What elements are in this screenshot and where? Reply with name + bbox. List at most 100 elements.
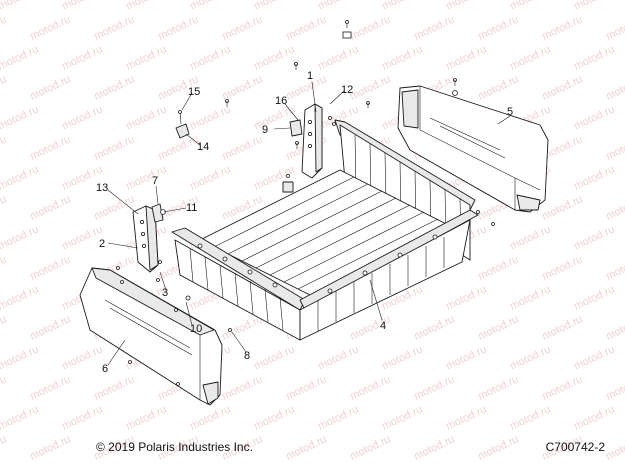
watermark-text: motod.ru — [508, 223, 552, 252]
watermark-text: motod.ru — [412, 13, 456, 42]
watermark-text: motod.ru — [348, 373, 392, 402]
watermark-text: motod.ru — [188, 163, 232, 192]
watermark-text: motod.ru — [60, 0, 104, 13]
watermark-text: motod.ru — [444, 403, 488, 432]
callout-3: 3 — [162, 287, 168, 299]
watermark-text: motod.ru — [444, 0, 488, 13]
watermark-text: motod.ru — [508, 0, 552, 13]
watermark-text: motod.ru — [604, 253, 625, 282]
watermark-text: motod.ru — [476, 13, 520, 42]
callout-10: 10 — [190, 323, 202, 335]
watermark-text: motod.ru — [0, 403, 41, 432]
watermark-text: motod.ru — [220, 133, 264, 162]
watermark-text: motod.ru — [604, 373, 625, 402]
watermark-text: motod.ru — [28, 433, 72, 462]
callout-7: 7 — [152, 175, 158, 187]
watermark-text: motod.ru — [0, 0, 41, 13]
watermark-text: motod.ru — [188, 103, 232, 132]
watermark-text: motod.ru — [540, 253, 584, 282]
watermark-text: motod.ru — [380, 343, 424, 372]
watermark-text: motod.ru — [60, 103, 104, 132]
part-5-right-panel — [397, 85, 549, 213]
watermark-text: motod.ru — [572, 0, 616, 13]
watermark-text: motod.ru — [284, 373, 328, 402]
watermark-text: motod.ru — [380, 0, 424, 13]
callout-16: 16 — [275, 95, 287, 107]
watermark-text: motod.ru — [540, 373, 584, 402]
watermark-text: motod.ru — [0, 193, 9, 222]
hardware-items — [116, 20, 495, 386]
callout-labels: 1 2 3 4 5 6 7 8 9 10 11 12 13 14 15 16 — [96, 70, 513, 375]
watermark-text: motod.ru — [0, 283, 41, 312]
watermark-text: motod.ru — [0, 133, 9, 162]
part-14-clip — [175, 123, 190, 139]
leader-lines — [107, 81, 511, 366]
watermark-text: motod.ru — [124, 163, 168, 192]
watermark-text: motod.ru — [92, 73, 136, 102]
watermark-text: motod.ru — [604, 313, 625, 342]
watermark-text: motod.ru — [540, 13, 584, 42]
screw-top-nut — [342, 20, 352, 39]
watermark-text: motod.ru — [572, 283, 616, 312]
watermark-text: motod.ru — [604, 133, 625, 162]
watermark-text: motod.ru — [60, 223, 104, 252]
watermark-text: motod.ru — [92, 133, 136, 162]
watermark-text: motod.ru — [476, 373, 520, 402]
watermark-text: motod.ru — [220, 13, 264, 42]
watermark-text: motod.ru — [0, 43, 41, 72]
watermark-text: motod.ru — [508, 283, 552, 312]
watermark-text: motod.ru — [28, 253, 72, 282]
watermark-text: motod.ru — [252, 403, 296, 432]
watermark-text: motod.ru — [572, 403, 616, 432]
watermark-text: motod.ru — [28, 73, 72, 102]
watermark-text: motod.ru — [220, 373, 264, 402]
watermark-text: motod.ru — [0, 433, 9, 462]
watermark-text: motod.ru — [284, 433, 328, 462]
watermark-text: motod.ru — [0, 313, 9, 342]
watermark-text: motod.ru — [572, 163, 616, 192]
callout-13: 13 — [96, 182, 108, 194]
watermark-text: motod.ru — [252, 43, 296, 72]
watermark-text: motod.ru — [380, 403, 424, 432]
watermark-text: motod.ru — [252, 343, 296, 372]
watermark-text: motod.ru — [92, 193, 136, 222]
watermark-text: motod.ru — [572, 343, 616, 372]
watermark-text: motod.ru — [572, 223, 616, 252]
watermark-text: motod.ru — [508, 43, 552, 72]
watermark-text: motod.ru — [156, 13, 200, 42]
watermark-text: motod.ru — [60, 43, 104, 72]
watermark-text: motod.ru — [604, 193, 625, 222]
watermark-text: motod.ru — [444, 43, 488, 72]
watermark-text: motod.ru — [540, 313, 584, 342]
screw-misc — [116, 62, 495, 386]
watermark-text: motod.ru — [220, 73, 264, 102]
watermark-text: motod.ru — [316, 43, 360, 72]
watermark-text: motod.ru — [124, 403, 168, 432]
watermark-text: motod.ru — [284, 13, 328, 42]
callout-1: 1 — [307, 70, 313, 82]
watermark-text: motod.ru — [28, 313, 72, 342]
watermark-text: motod.ru — [0, 223, 41, 252]
watermark-text: motod.ru — [476, 313, 520, 342]
watermark-text: motod.ru — [0, 163, 41, 192]
part-7-clip — [151, 203, 166, 223]
watermark-text: motod.ru — [412, 313, 456, 342]
watermark-text: motod.ru — [124, 103, 168, 132]
watermark-text: motod.ru — [28, 133, 72, 162]
watermark-text: motod.ru — [156, 133, 200, 162]
watermark-text: motod.ru — [348, 433, 392, 462]
watermark-text: motod.ru — [0, 103, 41, 132]
watermark-text: motod.ru — [188, 43, 232, 72]
callout-11: 11 — [186, 202, 197, 214]
drawing-number: C700742-2 — [545, 440, 605, 454]
watermark-text: motod.ru — [124, 0, 168, 13]
watermark-text: motod.ru — [124, 43, 168, 72]
callout-5: 5 — [507, 106, 513, 118]
watermark-text: motod.ru — [508, 343, 552, 372]
watermark-text: motod.ru — [604, 433, 625, 462]
watermark-text: motod.ru — [28, 193, 72, 222]
watermark-text: motod.ru — [188, 0, 232, 13]
part-6-left-panel — [79, 267, 223, 406]
watermark-text: motod.ru — [252, 103, 296, 132]
